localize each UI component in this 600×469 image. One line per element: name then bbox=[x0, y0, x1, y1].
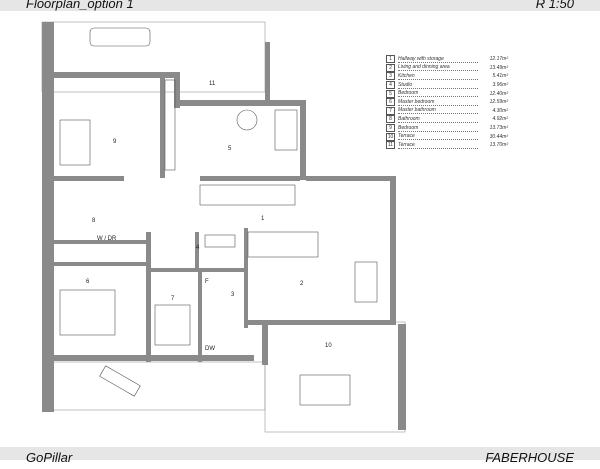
legend-text: Terrace bbox=[398, 142, 478, 149]
client-name: FABERHOUSE bbox=[485, 450, 574, 465]
legend-text: Bedroom bbox=[398, 90, 478, 98]
legend-text: 11 bbox=[386, 141, 395, 150]
legend-text: 30.44m² bbox=[489, 133, 508, 140]
storage-wardrobe bbox=[199, 184, 296, 206]
legend-text: 13.49m² bbox=[489, 64, 508, 71]
legend-text: 13.73m² bbox=[489, 125, 508, 132]
svg-text:3: 3 bbox=[231, 292, 235, 298]
legend-text: 6 bbox=[386, 98, 395, 107]
legend-text: 4 bbox=[386, 81, 395, 90]
svg-text:8: 8 bbox=[92, 218, 96, 224]
wdr-label: W / DR bbox=[97, 236, 117, 242]
shower bbox=[154, 304, 191, 346]
svg-text:9: 9 bbox=[113, 139, 117, 145]
dw-label: DW bbox=[205, 346, 215, 352]
svg-text:7: 7 bbox=[171, 296, 175, 302]
svg-text:5: 5 bbox=[228, 146, 232, 152]
plan-title: Floorplan_option 1 bbox=[26, 0, 134, 11]
legend-text: 2 bbox=[386, 63, 395, 72]
sofa bbox=[247, 231, 319, 258]
svg-text:11: 11 bbox=[209, 81, 216, 87]
legend-text: 10 bbox=[386, 132, 395, 141]
sunlounger bbox=[99, 365, 141, 397]
terrace-dining-table bbox=[299, 374, 351, 406]
wardrobe-9 bbox=[164, 79, 176, 171]
round-table bbox=[236, 109, 258, 131]
legend-text: 5.41m² bbox=[492, 73, 508, 80]
terrace-10-area bbox=[264, 321, 406, 433]
legend-text: 12.17m² bbox=[489, 56, 508, 63]
legend-text: 3 bbox=[386, 72, 395, 81]
legend-text: 4.30m² bbox=[492, 107, 508, 114]
legend-text: 5 bbox=[386, 89, 395, 98]
legend-text: Bedroom bbox=[398, 125, 478, 132]
legend-text: Terrace bbox=[398, 133, 478, 141]
terrace-south-area bbox=[49, 361, 266, 411]
footer-bar: GoPillar FABERHOUSE bbox=[0, 447, 600, 465]
fridge-label: F bbox=[205, 279, 209, 285]
legend-text: Master bedroom bbox=[398, 99, 478, 106]
svg-text:2: 2 bbox=[300, 281, 304, 287]
legend-text: 3.96m² bbox=[492, 82, 508, 89]
platform-name: GoPillar bbox=[26, 450, 73, 465]
walls bbox=[42, 22, 406, 430]
legend-text: Bathroom bbox=[398, 116, 478, 123]
desk bbox=[204, 234, 236, 248]
legend-text: Master bathroom bbox=[398, 107, 478, 115]
dining-table bbox=[354, 261, 378, 303]
header-bar: Floorplan_option 1 R 1:50 bbox=[0, 0, 600, 11]
legend-text: Kitchen bbox=[398, 73, 478, 80]
legend-text: Studio bbox=[398, 82, 478, 89]
bed-5 bbox=[274, 109, 298, 151]
svg-text:10: 10 bbox=[325, 343, 332, 349]
legend-text: Living and dinning area bbox=[398, 64, 478, 72]
legend-text: 12.40m² bbox=[489, 90, 508, 97]
legend-text: 4.92m² bbox=[492, 116, 508, 123]
master-bed bbox=[59, 289, 116, 336]
legend-text: 9 bbox=[386, 124, 395, 133]
svg-text:1: 1 bbox=[261, 216, 265, 222]
legend-text: 8 bbox=[386, 115, 395, 124]
legend-text: 1 bbox=[386, 55, 395, 64]
legend-text: 13.70m² bbox=[489, 142, 508, 149]
svg-text:6: 6 bbox=[86, 279, 90, 285]
legend-text: 7 bbox=[386, 106, 395, 115]
legend-text: 12.59m² bbox=[489, 99, 508, 106]
bed-9 bbox=[59, 119, 91, 166]
svg-text:4: 4 bbox=[196, 245, 200, 251]
plan-scale: R 1:50 bbox=[535, 0, 574, 11]
legend-text: Hallway with storage bbox=[398, 56, 478, 63]
outdoor-table bbox=[89, 27, 151, 47]
terrace-11-area bbox=[41, 21, 266, 93]
